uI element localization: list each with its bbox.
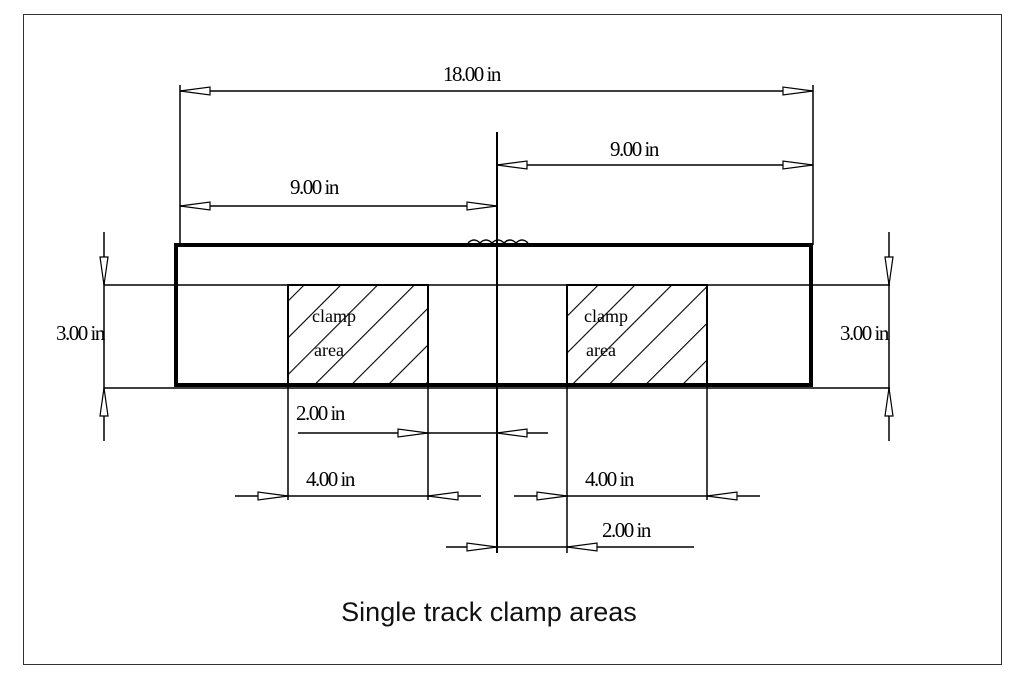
- clamp-label-right-1: clamp: [584, 306, 628, 326]
- drawing-frame: [23, 14, 1002, 665]
- track-body: [174, 243, 813, 387]
- dim-clamp-width-left: 4.00 in: [235, 467, 481, 501]
- clamp-label-left-2: area: [314, 340, 344, 360]
- dim-clamp-offset-left: 2.00 in: [296, 401, 548, 438]
- dim-overall-width: 18.00 in: [179, 62, 814, 96]
- clamp-area-left: clamp area: [287, 284, 429, 386]
- dim-label-width-right: 4.00 in: [585, 467, 635, 491]
- diagram-caption: Single track clamp areas: [341, 597, 637, 627]
- dim-left-half: 9.00 in: [179, 175, 498, 211]
- dim-label-offset-left: 2.00 in: [296, 401, 346, 425]
- dim-label-height-right: 3.00 in: [840, 321, 890, 345]
- dim-label-offset-right: 2.00 in: [602, 518, 652, 542]
- clamp-label-right-2: area: [586, 340, 616, 360]
- dim-right-half: 9.00 in: [496, 137, 814, 170]
- dim-label-width-left: 4.00 in: [306, 467, 356, 491]
- dim-label-left-half: 9.00 in: [290, 175, 340, 199]
- dim-label-right-half: 9.00 in: [610, 137, 660, 161]
- clamp-area-right: clamp area: [566, 284, 708, 386]
- dim-height-left: 3.00 in: [56, 232, 109, 441]
- dim-label-overall: 18.00 in: [443, 62, 502, 86]
- dim-height-right: 3.00 in: [840, 232, 894, 441]
- dim-label-height-left: 3.00 in: [56, 321, 106, 345]
- clamp-label-left-1: clamp: [312, 306, 356, 326]
- dim-clamp-offset-right: 2.00 in: [446, 518, 694, 552]
- center-mark: [467, 239, 529, 245]
- dim-clamp-width-right: 4.00 in: [514, 467, 760, 501]
